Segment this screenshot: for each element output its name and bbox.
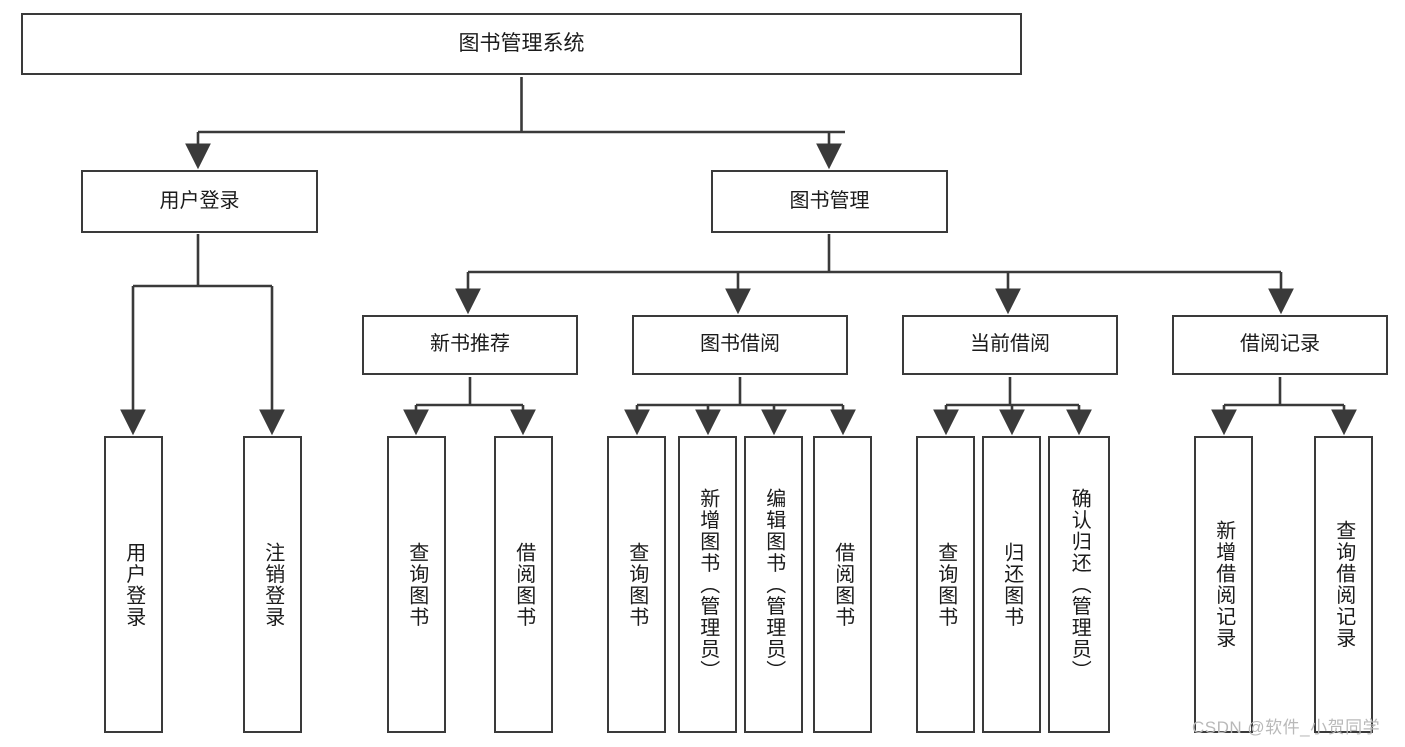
node-label: 用户登录 bbox=[122, 541, 145, 628]
node-leaf-query-book-current[interactable]: 查询图书 bbox=[916, 436, 975, 733]
node-leaf-borrow-book-recommend[interactable]: 借阅图书 bbox=[494, 436, 553, 733]
node-label: 图书管理 bbox=[789, 189, 870, 212]
node-label: 新书推荐 bbox=[430, 333, 510, 356]
node-leaf-edit-book[interactable]: 编辑图书（管理员） bbox=[744, 436, 803, 733]
node-leaf-query-borrow-record[interactable]: 查询借阅记录 bbox=[1314, 436, 1373, 733]
node-label: 查询图书 bbox=[405, 541, 428, 628]
node-leaf-add-book[interactable]: 新增图书（管理员） bbox=[678, 436, 737, 733]
node-leaf-confirm-return[interactable]: 确认归还（管理员） bbox=[1048, 436, 1110, 733]
node-borrow-record[interactable]: 借阅记录 bbox=[1172, 315, 1388, 375]
node-label: 确认归还（管理员） bbox=[1068, 487, 1091, 682]
node-label: 图书借阅 bbox=[700, 333, 780, 356]
node-leaf-user-login[interactable]: 用户登录 bbox=[104, 436, 163, 733]
node-leaf-return-book[interactable]: 归还图书 bbox=[982, 436, 1041, 733]
node-label: 借阅图书 bbox=[512, 541, 535, 628]
node-label: 借阅图书 bbox=[831, 541, 854, 628]
node-leaf-query-book-recommend[interactable]: 查询图书 bbox=[387, 436, 446, 733]
node-label: 查询图书 bbox=[934, 541, 957, 628]
node-label: 借阅记录 bbox=[1240, 333, 1320, 356]
node-label: 新增借阅记录 bbox=[1212, 520, 1235, 649]
node-label: 新增图书（管理员） bbox=[696, 487, 719, 682]
node-label: 归还图书 bbox=[1000, 541, 1023, 628]
node-label: 图书管理系统 bbox=[458, 31, 585, 55]
node-label: 用户登录 bbox=[159, 189, 240, 212]
node-user-login[interactable]: 用户登录 bbox=[81, 170, 318, 233]
node-leaf-query-book-borrow[interactable]: 查询图书 bbox=[607, 436, 666, 733]
node-root-book-management-system[interactable]: 图书管理系统 bbox=[21, 13, 1022, 75]
node-leaf-logout[interactable]: 注销登录 bbox=[243, 436, 302, 733]
node-label: 当前借阅 bbox=[970, 333, 1050, 356]
node-leaf-add-borrow-record[interactable]: 新增借阅记录 bbox=[1194, 436, 1253, 733]
node-label: 注销登录 bbox=[261, 541, 284, 628]
csdn-watermark: CSDN @软件_小贺同学 bbox=[1192, 718, 1381, 737]
node-label: 编辑图书（管理员） bbox=[762, 487, 785, 682]
node-leaf-borrow-book[interactable]: 借阅图书 bbox=[813, 436, 872, 733]
node-current-borrow[interactable]: 当前借阅 bbox=[902, 315, 1118, 375]
node-label: 查询借阅记录 bbox=[1332, 520, 1355, 649]
node-book-borrow[interactable]: 图书借阅 bbox=[632, 315, 848, 375]
node-book-management[interactable]: 图书管理 bbox=[711, 170, 948, 233]
node-new-book-recommend[interactable]: 新书推荐 bbox=[362, 315, 578, 375]
node-label: 查询图书 bbox=[625, 541, 648, 628]
